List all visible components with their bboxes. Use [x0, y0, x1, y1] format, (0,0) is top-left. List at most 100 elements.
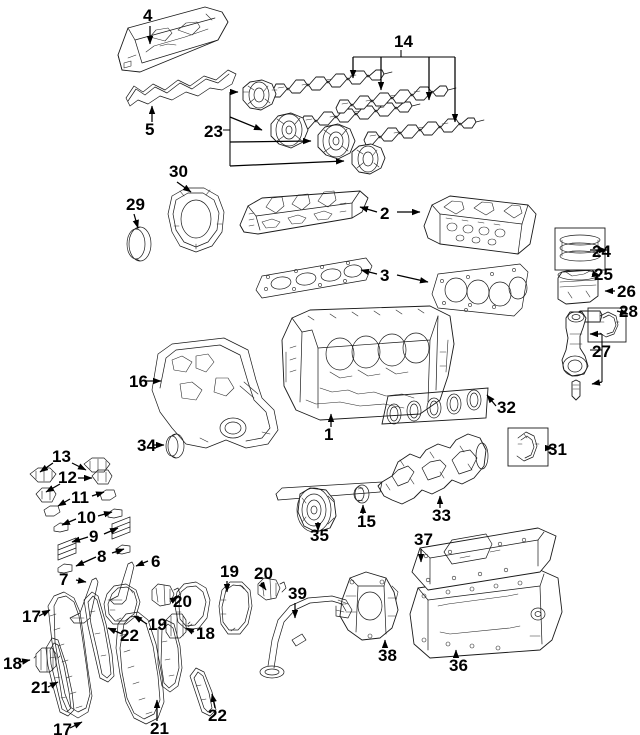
- callout-21-b: 21: [150, 719, 169, 735]
- valve-seal-a: [43, 505, 61, 517]
- callout-19: 19: [220, 562, 239, 581]
- valve-keeper-b: [83, 457, 111, 473]
- crankshaft-pulley: [296, 487, 337, 533]
- callout-11: 11: [71, 488, 89, 507]
- callout-34: 34: [137, 436, 156, 455]
- callout-37: 37: [414, 530, 433, 549]
- callout-8: 8: [97, 547, 106, 566]
- callout-32: 32: [497, 398, 516, 417]
- callout-29: 29: [126, 195, 145, 214]
- valve-seal-b: [99, 489, 117, 501]
- callout-9: 9: [89, 527, 98, 546]
- oil-pump: [339, 571, 399, 641]
- valve-cover-gasket: [125, 69, 237, 107]
- callout-layer: 4 14 5 23 30 29 2 24 25: [3, 6, 638, 735]
- callout-15: 15: [357, 512, 376, 531]
- engine-block: [281, 305, 455, 421]
- callout-20-b: 20: [173, 592, 192, 611]
- main-bearing-item: [446, 393, 462, 415]
- intake-valve: [69, 577, 99, 624]
- callout-31: 31: [548, 440, 567, 459]
- callout-26: 26: [617, 282, 636, 301]
- main-bearings: [381, 387, 489, 425]
- callout-38: 38: [378, 646, 397, 665]
- callout-4: 4: [143, 6, 153, 25]
- chain-guide-arm-2: [189, 667, 217, 717]
- callout-18-b: 18: [3, 654, 22, 673]
- valve-spring-seat-b: [107, 508, 123, 519]
- callout-20: 20: [254, 564, 273, 583]
- callout-33: 33: [432, 506, 451, 525]
- main-bearing-item: [466, 389, 482, 411]
- callout-17-b: 17: [53, 720, 72, 735]
- camshaft-1: [262, 69, 393, 102]
- chain-guide-arms: [83, 591, 217, 717]
- valves: [69, 561, 135, 624]
- camshafts: [262, 69, 485, 146]
- chain-guides: [45, 619, 183, 717]
- rear-seal-retainer: [167, 187, 225, 253]
- callout-5: 5: [145, 120, 154, 139]
- timing-chain-small-2: [218, 581, 253, 635]
- head-gasket-left: [255, 257, 373, 299]
- valve-cover: [117, 6, 229, 73]
- callout-30: 30: [169, 162, 188, 181]
- camshaft-3: [335, 85, 457, 114]
- chain-tensioners: [33, 577, 287, 673]
- chain-tensioner-2: [163, 613, 191, 639]
- vvt-sprocket-1: [242, 79, 278, 111]
- callout-27: 27: [592, 342, 611, 361]
- head-gasket-right: [431, 263, 529, 317]
- callout-16: 16: [129, 372, 148, 391]
- callout-28: 28: [619, 302, 638, 321]
- callout-2: 2: [380, 204, 389, 223]
- rod-bearing: [587, 307, 627, 343]
- main-bearing-item: [426, 397, 442, 419]
- main-bearing-item: [386, 403, 402, 425]
- vvt-sprocket-2: [270, 112, 309, 149]
- connecting-rod: [561, 311, 589, 401]
- piston: [557, 269, 599, 305]
- callout-35: 35: [310, 526, 329, 545]
- valve-stem-seal-a: [57, 563, 73, 574]
- callout-19-b: 19: [148, 615, 167, 634]
- callout-10: 10: [77, 508, 96, 527]
- callout-12: 12: [58, 468, 77, 487]
- timing-cover: [151, 337, 279, 449]
- callout-22-b: 22: [208, 706, 227, 725]
- camshaft-sprockets: [242, 79, 386, 175]
- thrust-washer: [507, 427, 549, 467]
- chain-tensioner-small-2: [257, 577, 287, 601]
- crankshaft-seal: [353, 484, 370, 504]
- main-bearing-item: [406, 400, 422, 422]
- callout-14: 14: [394, 32, 413, 51]
- callout-7: 7: [59, 570, 68, 589]
- oil-pickup-tube: [259, 595, 353, 679]
- callout-25: 25: [594, 265, 613, 284]
- callout-24: 24: [592, 242, 611, 261]
- chain-guide-arm-1: [83, 591, 115, 683]
- vvt-sprocket-4: [351, 143, 386, 175]
- timing-chains: [47, 581, 253, 725]
- valve-retainer-a: [35, 487, 57, 503]
- valve-spring-seat-a: [53, 522, 69, 533]
- front-crank-seal: [165, 433, 185, 459]
- exhaust-valve: [109, 561, 135, 605]
- callout-6: 6: [151, 552, 160, 571]
- callout-13: 13: [52, 447, 71, 466]
- callout-3: 3: [380, 266, 389, 285]
- oil-pan: [409, 569, 563, 659]
- callout-36: 36: [449, 656, 468, 675]
- valve-spring-b: [111, 516, 131, 540]
- callout-39: 39: [288, 584, 307, 603]
- cylinder-head-right: [423, 195, 537, 255]
- upper-oil-pan: [411, 527, 557, 591]
- callout-17: 17: [22, 607, 41, 626]
- crankshaft: [275, 433, 489, 505]
- chain-guide-long-2: [157, 619, 183, 693]
- callout-21: 21: [31, 678, 50, 697]
- chain-tensioner-1: [33, 647, 61, 673]
- vvt-sprocket-3: [317, 123, 356, 160]
- callout-18: 18: [196, 624, 215, 643]
- cylinder-head-left: [239, 190, 369, 235]
